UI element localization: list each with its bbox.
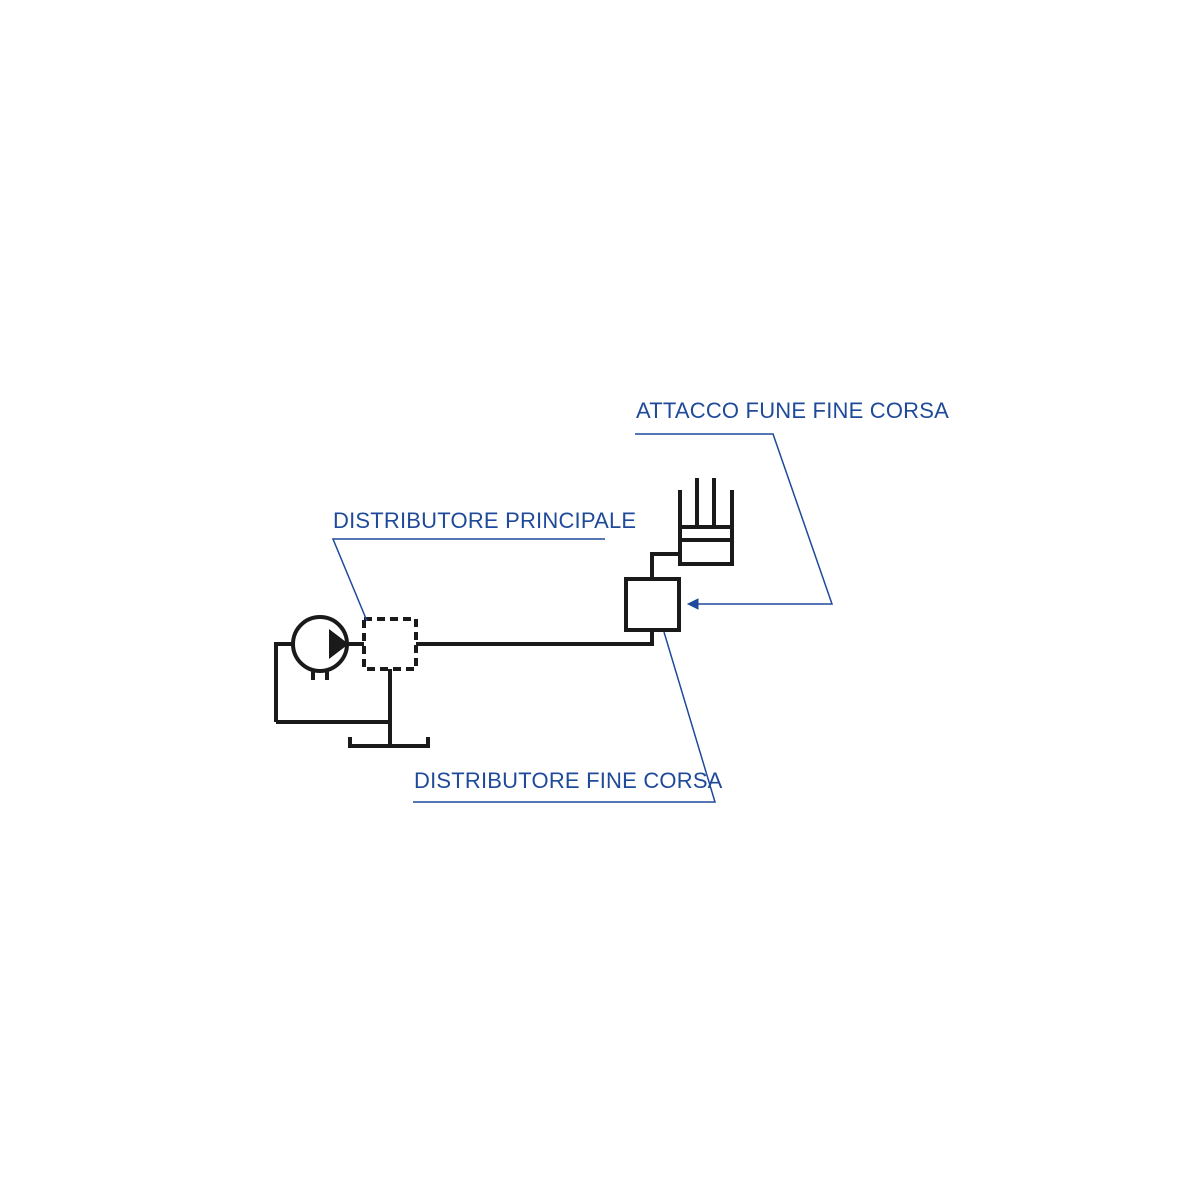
label-limit-distributor: DISTRIBUTORE FINE CORSA: [414, 768, 723, 793]
limit-distributor-box: [624, 577, 681, 632]
label-main-distributor: DISTRIBUTORE PRINCIPALE: [333, 508, 636, 533]
label-limit-rope: ATTACCO FUNE FINE CORSA: [636, 398, 949, 423]
arrow-head-icon: [686, 598, 699, 610]
callouts: [331, 433, 834, 803]
cylinder-feed-line: [650, 552, 680, 579]
main-distributor-box: [362, 617, 418, 671]
suction-line: [274, 642, 293, 722]
cylinder-icon: [678, 478, 734, 566]
pressure-line: [416, 630, 654, 646]
tank-icon: [348, 737, 430, 748]
hydraulic-circuit: [274, 478, 734, 748]
pump-direction-triangle: [329, 628, 349, 660]
limit-distributor-leader: [413, 631, 717, 803]
limit-rope-leader: [635, 433, 834, 605]
main-distributor-leader: [331, 538, 605, 622]
